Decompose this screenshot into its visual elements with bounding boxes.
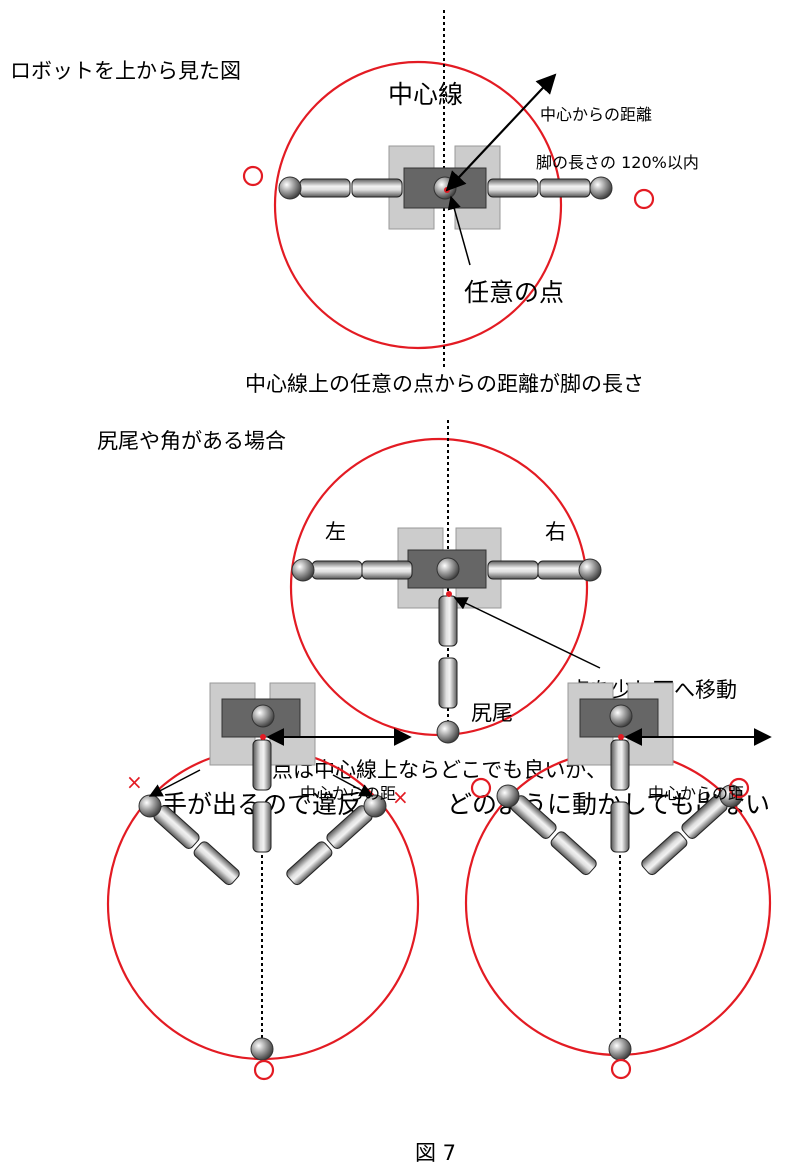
section2-title: 尻尾や角がある場合 [97, 429, 286, 453]
section3-right-ok: どのように動かしても出ない 中心からの距 [447, 682, 772, 1080]
ok-circle-icon [470, 777, 492, 799]
section1-top-view: ロボットを上から見た図 中心線 中心からの距離 脚の長さの 120%以内 任意の… [10, 10, 699, 396]
arrow-icon [332, 774, 374, 797]
section2-right-label: 右 [545, 520, 566, 544]
section1-caption: 中心線上の任意の点からの距離が脚の長さ [245, 372, 644, 396]
joint-ball-icon [436, 720, 460, 744]
section3-right-distance-label: 中心からの距 [648, 784, 744, 803]
violation-x-icon: × [392, 785, 409, 809]
joint-ball-icon [589, 176, 613, 200]
joint-ball-icon [291, 558, 315, 582]
section2-arm-right [487, 560, 589, 580]
figure-label: 図 7 [415, 1141, 456, 1165]
ok-circle-icon [728, 777, 750, 799]
joint-ball-icon [578, 558, 602, 582]
section2-moved-point [446, 591, 452, 597]
joint-ball-icon [609, 704, 633, 728]
section1-arm-left [299, 178, 403, 198]
section1-point-label: 任意の点 [464, 278, 564, 307]
joint-ball-icon [251, 704, 275, 728]
joint-ball-icon [496, 784, 520, 808]
section1-title: ロボットを上から見た図 [10, 59, 241, 83]
section1-limit-label: 脚の長さの 120%以内 [536, 153, 699, 172]
violation-x-icon: × [126, 770, 143, 794]
arrow-icon [453, 597, 601, 669]
joint-ball-icon [250, 1037, 274, 1061]
section3-right-point [618, 734, 624, 740]
ok-circle-icon [253, 1059, 275, 1081]
ok-circle-icon [610, 1058, 632, 1080]
section1-center-line-label: 中心線 [388, 80, 463, 109]
ok-circle-icon [633, 188, 655, 210]
ok-circle-icon [242, 165, 264, 187]
section1-boundary-circle [273, 60, 563, 350]
section1-distance-label: 中心からの距離 [540, 105, 652, 124]
section2-with-tail: 尻尾や角がある場合 左 右 尻尾 点を少し下へ移動 点は中心線上ならどこでも良い… [97, 420, 737, 782]
section1-arm-right [487, 178, 591, 198]
joint-ball-icon [138, 794, 162, 818]
arrow-icon [447, 195, 471, 266]
section2-tail-label: 尻尾 [471, 701, 513, 725]
joint-ball-icon [608, 1037, 632, 1061]
section2-left-label: 左 [325, 520, 346, 544]
section3-left-point [260, 734, 266, 740]
arrow-icon [148, 769, 201, 797]
section2-tail [438, 595, 458, 709]
arrow-icon [445, 73, 557, 192]
section3-left-violation: 手が出るので違反 × × 中心からの距 [106, 682, 420, 1081]
section3-left-distance-label: 中心からの距 [300, 784, 396, 803]
joint-ball-icon [436, 557, 460, 581]
section2-arm-left [311, 560, 413, 580]
joint-ball-icon [278, 176, 302, 200]
